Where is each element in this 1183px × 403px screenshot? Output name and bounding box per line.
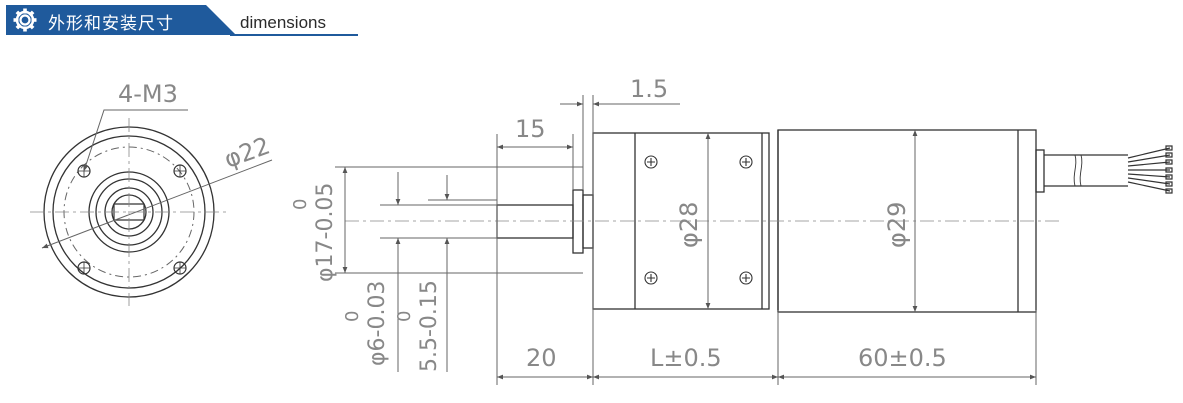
front-view (30, 118, 228, 306)
header-subtitle: dimensions (240, 13, 326, 32)
thread-label: 4-M3 (118, 80, 178, 108)
dim-shaft-length: 15 (515, 115, 546, 143)
gearbox-screws (644, 155, 753, 285)
dim-motor-dia: φ29 (883, 202, 911, 248)
gear-icon (13, 8, 37, 32)
pcd-label: φ22 (220, 131, 273, 173)
dim-motor-length: 60±0.5 (858, 344, 947, 372)
dim-shaft-tol: 0 (342, 311, 363, 322)
dim-flange-thickness: 1.5 (630, 75, 668, 103)
dim-boss-tol: 0 (290, 199, 311, 210)
header-title: 外形和安装尺寸 (48, 14, 174, 34)
dim-boss-dia: φ17-0.05 (313, 183, 338, 282)
front-view-dims (41, 109, 273, 249)
cable-wires (1127, 145, 1173, 194)
dim-flat-tol: 0 (394, 311, 415, 322)
side-view-dims (335, 95, 1037, 385)
dim-gearbox-length: L±0.5 (650, 344, 722, 372)
dim-flat: 5.5-0.15 (417, 280, 442, 372)
header-tab (6, 5, 236, 35)
section-header: 外形和安装尺寸 dimensions (0, 0, 1183, 40)
dim-gearbox-dia: φ28 (675, 202, 703, 248)
header-underline (230, 34, 358, 36)
dim-shaft-ext: 20 (526, 344, 557, 372)
dim-shaft-dia: φ6-0.03 (365, 281, 390, 366)
